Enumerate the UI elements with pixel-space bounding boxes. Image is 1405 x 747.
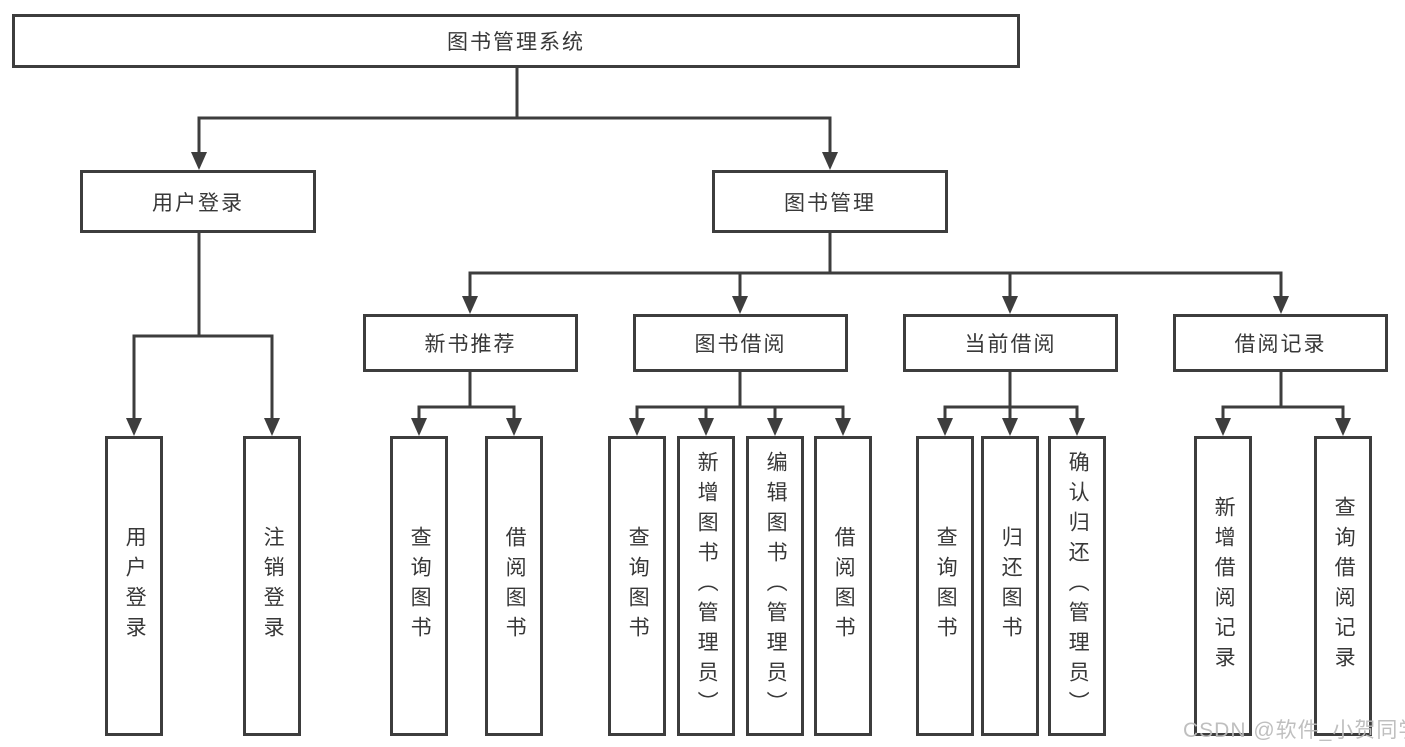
leaf-add-borrow-record: 新增借阅记录	[1194, 436, 1252, 736]
csdn-watermark: CSDN @软件_小贺同学	[1183, 719, 1405, 742]
node-root-label: 图书管理系统	[447, 31, 585, 54]
tree-edges	[132, 66, 1345, 420]
node-new-book-recommend: 新书推荐	[363, 314, 578, 372]
leaf-add-books-admin: 新增图书（管理员）	[677, 436, 735, 736]
leaf-user-login: 用户登录	[105, 436, 163, 736]
leaf-recommend-query-books-label: 查询图书	[408, 526, 432, 646]
node-new-book-recommend-label: 新书推荐	[424, 333, 517, 356]
arrowheads	[126, 152, 1351, 436]
node-current-borrowing-label: 当前借阅	[964, 333, 1057, 356]
leaf-add-borrow-record-label: 新增借阅记录	[1212, 496, 1236, 676]
leaf-recommend-borrow-books-label: 借阅图书	[503, 526, 527, 646]
leaf-edit-books-admin-label: 编辑图书（管理员）	[764, 451, 788, 721]
leaf-confirm-return-admin: 确认归还（管理员）	[1048, 436, 1106, 736]
node-book-borrowing: 图书借阅	[633, 314, 848, 372]
node-book-borrowing-label: 图书借阅	[694, 333, 787, 356]
leaf-return-books-label: 归还图书	[999, 526, 1023, 646]
node-borrowing-records: 借阅记录	[1173, 314, 1388, 372]
leaf-borrowing-query-books: 查询图书	[608, 436, 666, 736]
leaf-borrowing-query-books-label: 查询图书	[626, 526, 650, 646]
leaf-return-books: 归还图书	[981, 436, 1039, 736]
leaf-borrowing-borrow-books-label: 借阅图书	[832, 526, 856, 646]
leaf-query-borrow-record-label: 查询借阅记录	[1332, 496, 1356, 676]
leaf-edit-books-admin: 编辑图书（管理员）	[746, 436, 804, 736]
node-borrowing-records-label: 借阅记录	[1234, 333, 1327, 356]
leaf-user-login-label: 用户登录	[123, 526, 147, 646]
leaf-borrowing-borrow-books: 借阅图书	[814, 436, 872, 736]
node-book-management-label: 图书管理	[784, 191, 876, 215]
leaf-current-query-books: 查询图书	[916, 436, 974, 736]
node-root: 图书管理系统	[12, 14, 1020, 68]
leaf-logout-label: 注销登录	[261, 526, 285, 646]
node-user-login: 用户登录	[80, 170, 316, 233]
leaf-recommend-borrow-books: 借阅图书	[485, 436, 543, 736]
leaf-current-query-books-label: 查询图书	[934, 526, 958, 646]
leaf-recommend-query-books: 查询图书	[390, 436, 448, 736]
node-book-management: 图书管理	[712, 170, 948, 233]
leaf-query-borrow-record: 查询借阅记录	[1314, 436, 1372, 736]
node-current-borrowing: 当前借阅	[903, 314, 1118, 372]
leaf-add-books-admin-label: 新增图书（管理员）	[695, 451, 719, 721]
leaf-confirm-return-admin-label: 确认归还（管理员）	[1066, 451, 1090, 721]
node-user-login-label: 用户登录	[152, 191, 244, 215]
leaf-logout: 注销登录	[243, 436, 301, 736]
